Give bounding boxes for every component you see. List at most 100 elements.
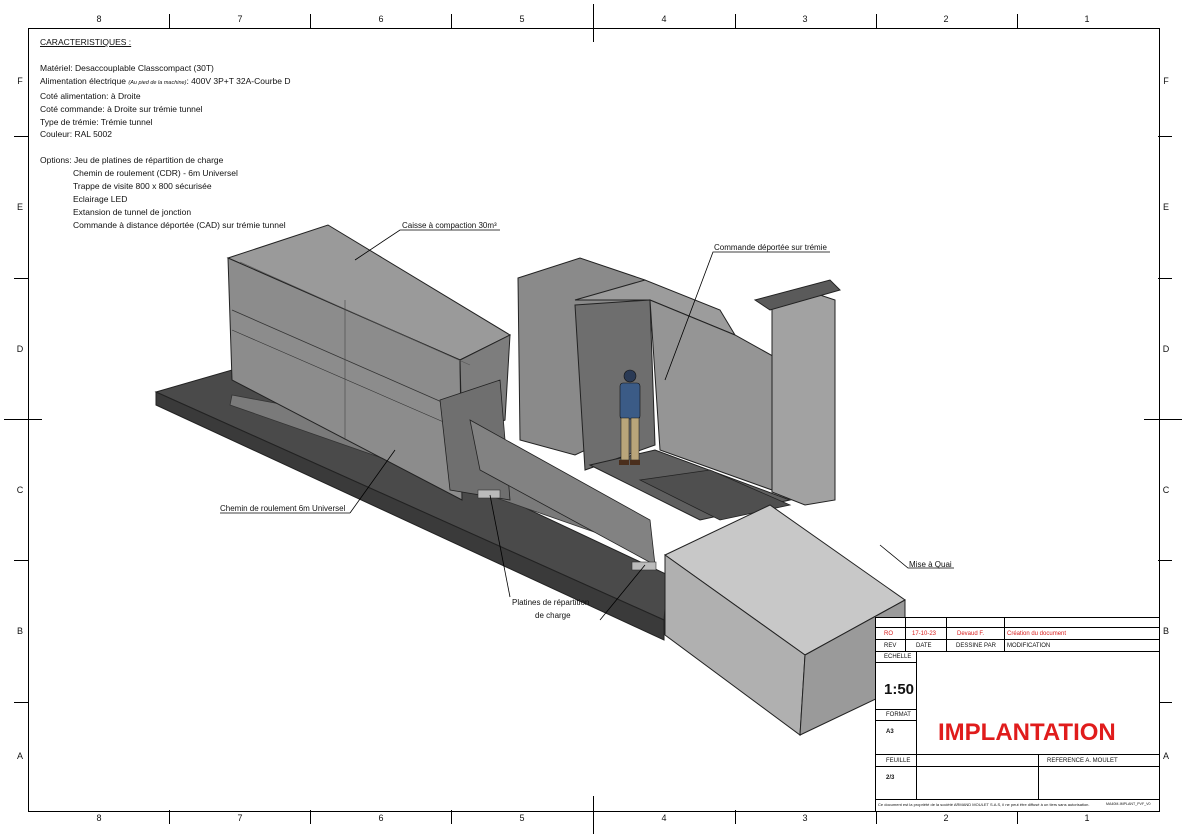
zone-tick <box>1017 14 1018 28</box>
tb-cell <box>917 755 1039 767</box>
zone-row-right-A: A <box>1162 751 1169 761</box>
zone-col-bottom-3: 3 <box>802 813 808 823</box>
zone-col-bottom-1: 1 <box>1084 813 1090 823</box>
tb-cell <box>1005 618 1159 628</box>
leader-caisse <box>354 229 500 261</box>
zone-col-top-7: 7 <box>237 14 243 24</box>
callout-quai: Mise à Quai <box>909 560 952 569</box>
spec-line-hopper: Type de trémie: Trémie tunnel <box>40 116 290 129</box>
tb-h-mod: MODIFICATION <box>1005 640 1159 652</box>
spec-label: Matériel: <box>40 62 75 73</box>
callout-chemin: Chemin de roulement 6m Universel <box>220 504 346 513</box>
zone-col-bottom-7: 7 <box>237 813 243 823</box>
zone-tick-center <box>1144 419 1182 420</box>
zone-tick <box>14 702 28 703</box>
tb-h-sheet: FEUILLE <box>876 755 917 767</box>
zone-row-right-B: B <box>1162 626 1169 636</box>
zone-tick <box>14 560 28 561</box>
spec-value: Desaccouplable Classcompact (30T) <box>74 62 214 73</box>
zone-tick <box>451 14 452 28</box>
zone-tick <box>735 14 736 28</box>
callout-platines-line1: Platines de répartition <box>512 598 590 607</box>
zone-col-top-4: 4 <box>661 14 667 24</box>
tb-rev: RO <box>876 628 906 640</box>
tb-h-drawn: DESSINE PAR <box>947 640 1005 652</box>
tb-h-scale: ECHELLE <box>876 652 917 663</box>
zone-tick <box>1158 560 1172 561</box>
tb-title: IMPLANTATION <box>938 719 1116 746</box>
leader-platines-2 <box>489 494 511 598</box>
hopper-ramp <box>638 469 792 521</box>
zone-row-right-C: C <box>1162 485 1170 495</box>
zone-col-bottom-4: 4 <box>661 813 667 823</box>
tb-format: A3 <box>876 721 917 755</box>
zone-col-top-1: 1 <box>1084 14 1090 24</box>
zone-row-left-B: B <box>16 626 23 636</box>
spec-line-power-side: Coté alimentation: à Droite <box>40 90 290 103</box>
leader-platines <box>599 564 646 621</box>
hopper-roof <box>574 279 737 337</box>
tb-drawn-by: Devaud F. <box>947 628 1005 640</box>
title-block: RO 17-10-23 Devaud F. Création du docume… <box>875 617 1160 812</box>
characteristics-title: CARACTERISTIQUES : <box>40 37 132 47</box>
spec-label: Coté alimentation: <box>40 90 111 101</box>
zone-tick <box>735 810 736 824</box>
hopper-inner <box>574 299 656 471</box>
leader-quai <box>879 544 954 569</box>
zone-tick <box>1158 136 1172 137</box>
tb-cell <box>876 618 906 628</box>
zone-row-right-D: D <box>1162 344 1170 354</box>
callout-platines-line2: de charge <box>535 611 571 620</box>
spec-value: RAL 5002 <box>74 129 113 140</box>
tb-date: 17-10-23 <box>906 628 947 640</box>
zone-row-right-E: E <box>1162 202 1169 212</box>
zone-col-top-5: 5 <box>519 14 525 24</box>
zone-tick <box>169 14 170 28</box>
option-item: Jeu de platines de répartition de charge <box>74 155 224 166</box>
zone-row-left-E: E <box>16 202 23 212</box>
spec-value: à Droite <box>110 90 141 101</box>
operator-figure <box>619 369 641 465</box>
zone-tick <box>451 810 452 824</box>
tb-modification: Création du document <box>1005 628 1159 640</box>
callout-caisse: Caisse à compaction 30m³ <box>402 221 497 230</box>
tb-h-date: DATE <box>906 640 947 652</box>
zone-tick <box>1158 702 1172 703</box>
zone-col-top-2: 2 <box>943 14 949 24</box>
tb-cell <box>906 618 947 628</box>
spec-label: Alimentation électrique <box>40 75 129 86</box>
spec-line-power: Alimentation électrique (Au pied de la m… <box>40 75 290 90</box>
zone-row-right-F: F <box>1163 76 1169 86</box>
callout-commande: Commande déportée sur trémie <box>714 243 827 252</box>
option-item: Trappe de visite 800 x 800 sécurisée <box>73 181 212 192</box>
zone-col-bottom-2: 2 <box>943 813 949 823</box>
options-label: Options: <box>40 155 75 166</box>
load-plate-left <box>477 489 501 499</box>
spec-label: Type de trémie: <box>40 116 101 127</box>
control-pillar-front <box>771 289 836 506</box>
tb-footer: Ce document est la propriété de la socié… <box>878 802 1090 807</box>
spec-label: Coté commande: <box>40 103 108 114</box>
tb-file: MA40M-IMPLANT_PVF_V0 <box>1106 802 1151 806</box>
option-item: Chemin de roulement (CDR) - 6m Universel <box>73 168 238 179</box>
zone-tick <box>310 14 311 28</box>
zone-tick <box>876 810 877 824</box>
options-line: Options: Jeu de platines de répartition … <box>40 154 290 167</box>
spec-note: (Au pied de la machine) <box>128 79 187 86</box>
zone-col-bottom-8: 8 <box>96 813 102 823</box>
ground-slab-edge <box>155 391 665 641</box>
tb-scale: 1:50 <box>876 663 917 710</box>
zone-col-top-3: 3 <box>802 14 808 24</box>
leader-commande <box>664 251 830 381</box>
tb-cell <box>917 767 1039 800</box>
zone-tick <box>1017 810 1018 824</box>
option-item: Eclairage LED <box>73 194 128 205</box>
zone-col-bottom-5: 5 <box>519 813 525 823</box>
zone-row-left-F: F <box>17 76 23 86</box>
spec-line-control-side: Coté commande: à Droite sur trémie tunne… <box>40 103 290 116</box>
tb-h-format: FORMAT <box>876 710 917 721</box>
spec-value: : 400V 3P+T 32A-Courbe D <box>186 75 291 86</box>
zone-tick <box>169 810 170 824</box>
tb-sheet: 2/3 <box>876 767 917 800</box>
